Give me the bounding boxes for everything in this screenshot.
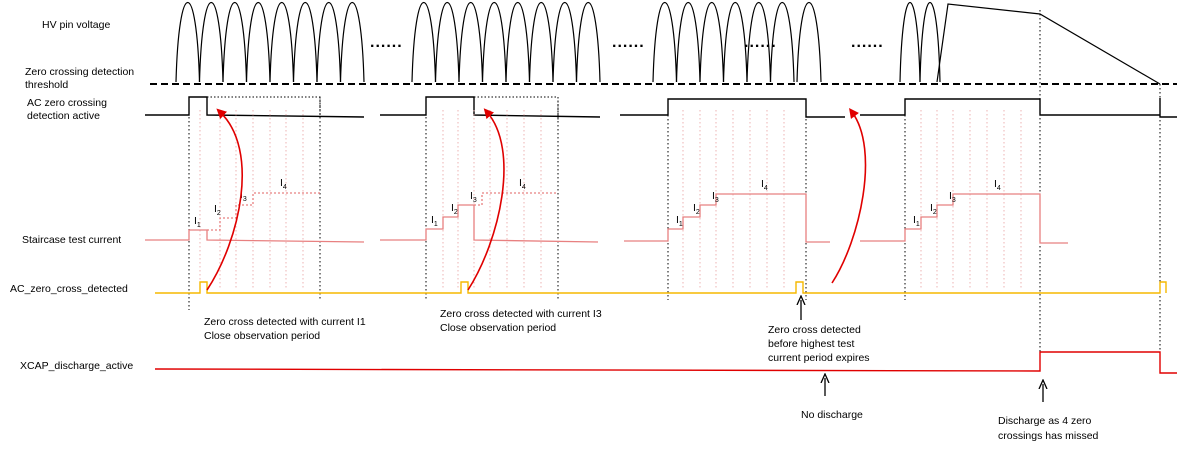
- annotation-discharge-2: crossings has missed: [998, 430, 1099, 442]
- xcap-discharge-active-waveform: [154, 351, 1177, 374]
- label-ac-zero-active-1: AC zero crossing: [27, 97, 107, 109]
- annotation-zc-before-1: Zero cross detected: [768, 324, 861, 336]
- hv-hump: [722, 1, 748, 83]
- label-hv-pin-voltage: HV pin voltage: [42, 19, 110, 31]
- hv-hump: [316, 1, 342, 83]
- annotation-zc-i1-1: Zero cross detected with current I1: [204, 316, 366, 328]
- hv-hump: [528, 1, 554, 83]
- hv-hump: [552, 1, 578, 83]
- current-label-i2: I2: [693, 202, 700, 216]
- current-label-i2: I2: [451, 202, 458, 216]
- current-label-i4: I4: [519, 177, 526, 191]
- current-label-i3: I3: [712, 190, 719, 204]
- hv-hump: [652, 1, 678, 83]
- hv-hump: [675, 1, 701, 83]
- current-label-i1: I1: [431, 214, 438, 228]
- ac-zero-active-waveform: [145, 96, 1177, 118]
- hv-hump: [411, 1, 437, 83]
- hv-hump: [769, 1, 795, 83]
- hv-hump: [796, 1, 822, 83]
- ac-zero-cross-detected-waveform: [155, 281, 1167, 294]
- current-label-i4: I4: [280, 177, 287, 191]
- current-label-i1: I1: [194, 215, 201, 229]
- label-zero-crossing-threshold-1: Zero crossing detection: [25, 66, 134, 78]
- black-arrows: [801, 300, 1043, 402]
- current-label-i3: I3: [470, 190, 477, 204]
- hv-hump: [175, 1, 201, 83]
- hv-pin-voltage-waveform: [175, 1, 941, 83]
- hv-hump: [919, 1, 941, 83]
- current-label-i3: I3: [949, 190, 956, 204]
- annotation-discharge-1: Discharge as 4 zero: [998, 415, 1092, 427]
- hv-hump: [699, 1, 725, 83]
- label-zero-crossing-threshold-2: threshold: [25, 79, 68, 91]
- current-label-i1: I1: [913, 214, 920, 228]
- label-staircase-test-current: Staircase test current: [22, 234, 121, 246]
- vertical-guides: [188, 10, 1161, 372]
- arrow-1: [206, 108, 244, 291]
- hv-hump: [198, 1, 224, 83]
- hv-hump: [575, 1, 601, 83]
- current-label-i1: I1: [676, 214, 683, 228]
- ellipsis-2: ......: [612, 34, 645, 51]
- hv-hump: [269, 1, 295, 83]
- hv-hump: [434, 1, 460, 83]
- annotation-zc-i3-2: Close observation period: [440, 322, 556, 334]
- hv-hump: [899, 1, 921, 83]
- current-step-labels: I1 I2 I3 I4 I1 I2 I3 I4 I1 I2 I3 I4 I1 I…: [194, 177, 1001, 229]
- current-label-i2: I2: [930, 202, 937, 216]
- current-label-i4: I4: [994, 178, 1001, 192]
- ellipsis-3: ......: [744, 34, 777, 51]
- current-label-i2: I2: [214, 203, 221, 217]
- annotation-zc-before-2: before highest test: [768, 338, 854, 350]
- hv-hump: [746, 1, 772, 83]
- hv-hump: [505, 1, 531, 83]
- arrow-3: [831, 107, 867, 284]
- hv-hump: [222, 1, 248, 83]
- annotation-zc-before-3: current period expires: [768, 352, 870, 364]
- hv-hump: [292, 1, 318, 83]
- red-arrows: [206, 107, 867, 291]
- annotation-zc-i1-2: Close observation period: [204, 330, 320, 342]
- arrow-2: [467, 108, 505, 291]
- hv-hump: [245, 1, 271, 83]
- label-ac-zero-cross-detected: AC_zero_cross_detected: [10, 283, 128, 295]
- label-xcap-discharge-active: XCAP_discharge_active: [20, 360, 133, 372]
- hv-hump: [481, 1, 507, 83]
- ellipsis-4: ......: [851, 34, 884, 51]
- current-label-i4: I4: [761, 178, 768, 192]
- annotation-no-discharge: No discharge: [801, 409, 863, 421]
- current-step-grid: [199, 110, 1022, 290]
- hv-pin-decay-segment: [936, 3, 1161, 85]
- hv-hump: [458, 1, 484, 83]
- hv-hump: [339, 1, 365, 83]
- staircase-test-current-waveform: [145, 192, 1068, 244]
- label-ac-zero-active-2: detection active: [27, 110, 100, 122]
- ellipsis-1: ......: [370, 34, 403, 51]
- annotation-zc-i3-1: Zero cross detected with current I3: [440, 308, 602, 320]
